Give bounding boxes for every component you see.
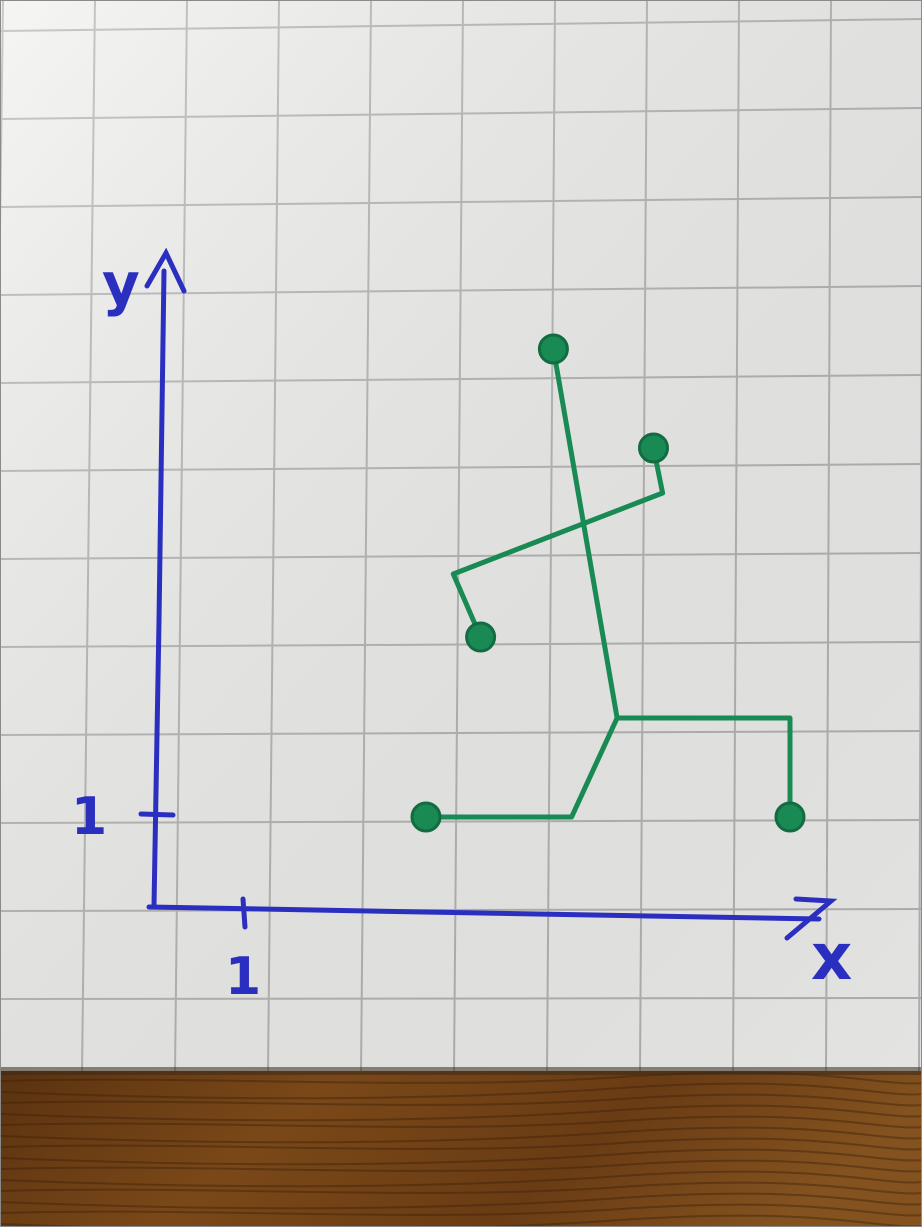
- wood-grain-line: [1, 1126, 921, 1144]
- wood-grain-line: [1, 1170, 921, 1188]
- wood-grain-line: [1, 1104, 921, 1122]
- wood-grain-line: [1, 1203, 921, 1217]
- x-axis-line: [146, 904, 822, 922]
- green-line-segment: [614, 715, 793, 820]
- wood-grain-line: [1, 1192, 921, 1210]
- x-axis-label: x: [811, 921, 852, 995]
- y-axis-label: y: [102, 250, 140, 318]
- green-point: [537, 333, 569, 365]
- wood-grain-line: [1, 1093, 921, 1107]
- wood-grain-line: [1, 1082, 921, 1100]
- y-axis-tick: [138, 811, 176, 818]
- wood-grain-line: [1, 1214, 921, 1226]
- green-line-segment: [450, 445, 666, 640]
- wood-grain-line: [1, 1071, 921, 1085]
- green-point: [774, 801, 806, 833]
- wood-grain-line: [1, 1159, 921, 1173]
- y-axis-arrowhead: [144, 247, 187, 294]
- green-point: [465, 621, 497, 653]
- wood-grain-line: [1, 1181, 921, 1195]
- green-drawing: [410, 333, 806, 833]
- wood-grain-line: [1, 1115, 921, 1129]
- x-axis-tick: [240, 896, 248, 930]
- x-axis-arrowhead: [784, 896, 838, 941]
- green-point: [638, 432, 669, 464]
- green-line-segment: [550, 346, 620, 721]
- wood-grain-line: [1, 1148, 921, 1166]
- wood-grain-line: [1, 1137, 921, 1151]
- y-axis-line: [151, 268, 167, 909]
- x-tick-label: 1: [225, 947, 261, 1007]
- wooden-table: [1, 1067, 921, 1226]
- coordinate-axes: [138, 247, 838, 941]
- green-line-segment: [423, 715, 620, 820]
- y-tick-label: 1: [71, 787, 107, 847]
- green-point: [410, 801, 442, 833]
